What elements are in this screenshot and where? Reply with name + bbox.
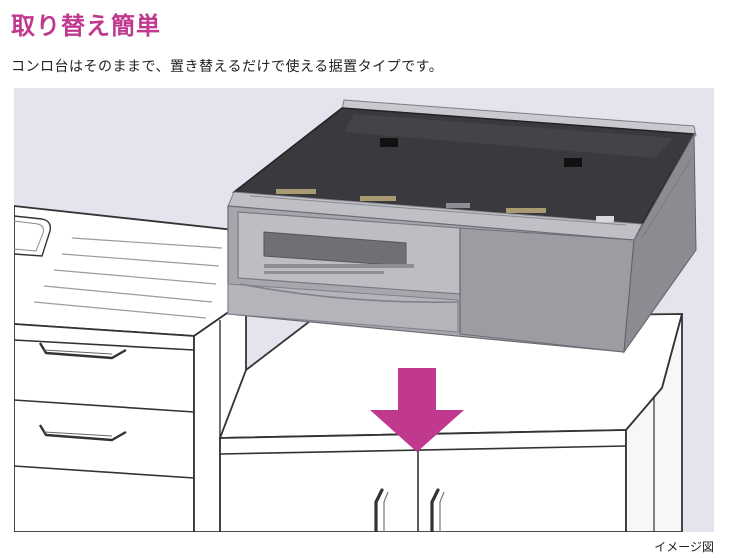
- page-title: 取り替え簡単: [11, 12, 161, 40]
- drawer-handle: [38, 342, 127, 360]
- cabinet-door-handle: [430, 488, 445, 532]
- description-text: コンロ台はそのままで、置き替えるだけで使える据置タイプです。: [11, 59, 444, 75]
- cabinet-door-handle: [374, 488, 389, 532]
- illustration: [14, 88, 714, 532]
- sink-counter: [14, 205, 247, 532]
- down-arrow-icon: [370, 368, 464, 452]
- figure-caption: イメージ図: [654, 540, 714, 554]
- ih-stove: [227, 99, 697, 354]
- drawer-handle: [38, 424, 127, 442]
